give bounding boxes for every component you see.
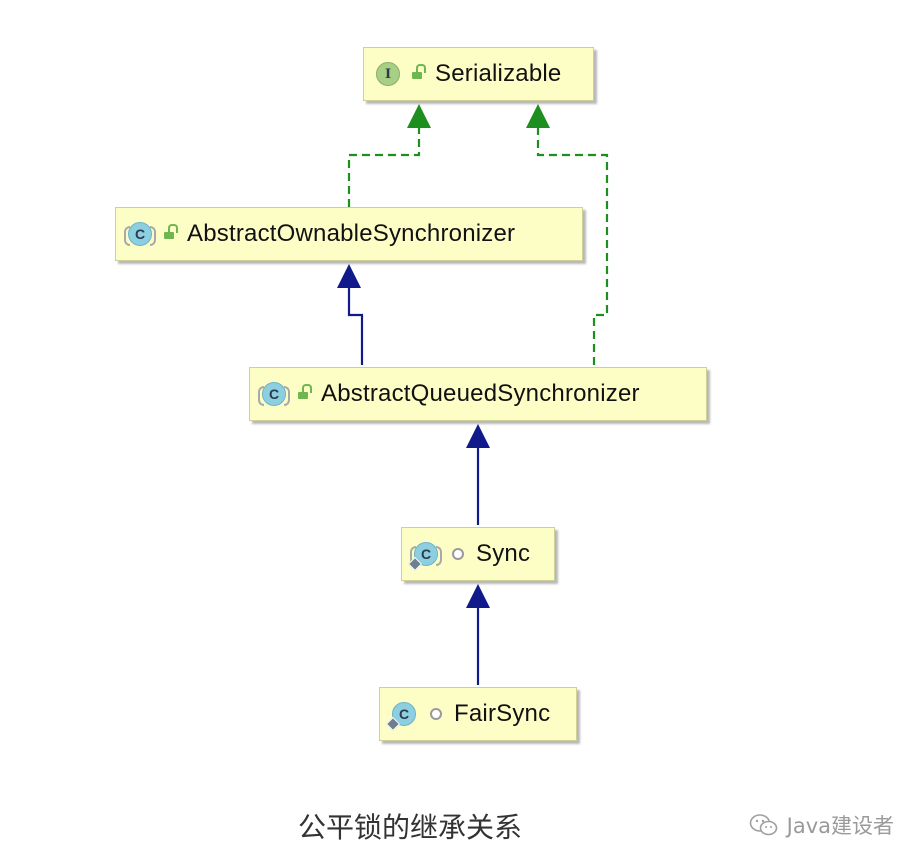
edge-aos-implements-serializable bbox=[347, 128, 421, 207]
interface-icon: I bbox=[376, 62, 400, 86]
node-label: AbstractQueuedSynchronizer bbox=[321, 380, 640, 407]
package-private-icon bbox=[452, 548, 464, 560]
node-serializable[interactable]: I Serializable bbox=[363, 47, 594, 101]
figure-caption: 公平锁的继承关系 bbox=[297, 811, 522, 844]
watermark-text: Java建设者 bbox=[786, 814, 894, 838]
node-abstract-queued-synchronizer[interactable]: C AbstractQueuedSynchronizer bbox=[249, 367, 707, 421]
node-label: Sync bbox=[476, 540, 531, 567]
class-icon-letter: C bbox=[420, 546, 432, 562]
abstract-class-icon: C bbox=[124, 222, 156, 246]
wechat-icon bbox=[749, 814, 777, 836]
public-lock-icon bbox=[412, 64, 426, 79]
node-fair-sync[interactable]: C FairSync bbox=[379, 687, 577, 741]
node-sync[interactable]: C Sync bbox=[401, 527, 555, 581]
node-abstract-ownable-synchronizer[interactable]: C AbstractOwnableSynchronizer bbox=[115, 207, 583, 261]
arrowhead-aos-serializable bbox=[407, 104, 431, 128]
class-icon: C bbox=[385, 702, 416, 732]
edge-aqs-implements-serializable bbox=[536, 128, 609, 365]
class-icon-letter: C bbox=[398, 706, 410, 722]
inheritance-diagram bbox=[337, 104, 609, 685]
static-badge-icon bbox=[385, 716, 401, 732]
edge-aqs-extends-aos bbox=[347, 288, 364, 365]
node-label: Serializable bbox=[435, 60, 562, 87]
node-label: FairSync bbox=[454, 700, 551, 727]
abstract-class-icon: C bbox=[258, 382, 290, 406]
arrowhead-aqs-aos bbox=[337, 264, 361, 288]
arrowhead-aqs-serializable bbox=[526, 104, 550, 128]
watermark: Java建设者 bbox=[749, 810, 894, 840]
node-label: AbstractOwnableSynchronizer bbox=[187, 220, 516, 247]
public-lock-icon bbox=[164, 224, 178, 239]
arrowhead-sync-aqs bbox=[466, 424, 490, 448]
arrowhead-fairsync-sync bbox=[466, 584, 490, 608]
abstract-class-icon: C bbox=[407, 542, 442, 572]
public-lock-icon bbox=[298, 384, 312, 399]
package-private-icon bbox=[430, 708, 442, 720]
static-badge-icon bbox=[407, 556, 423, 572]
